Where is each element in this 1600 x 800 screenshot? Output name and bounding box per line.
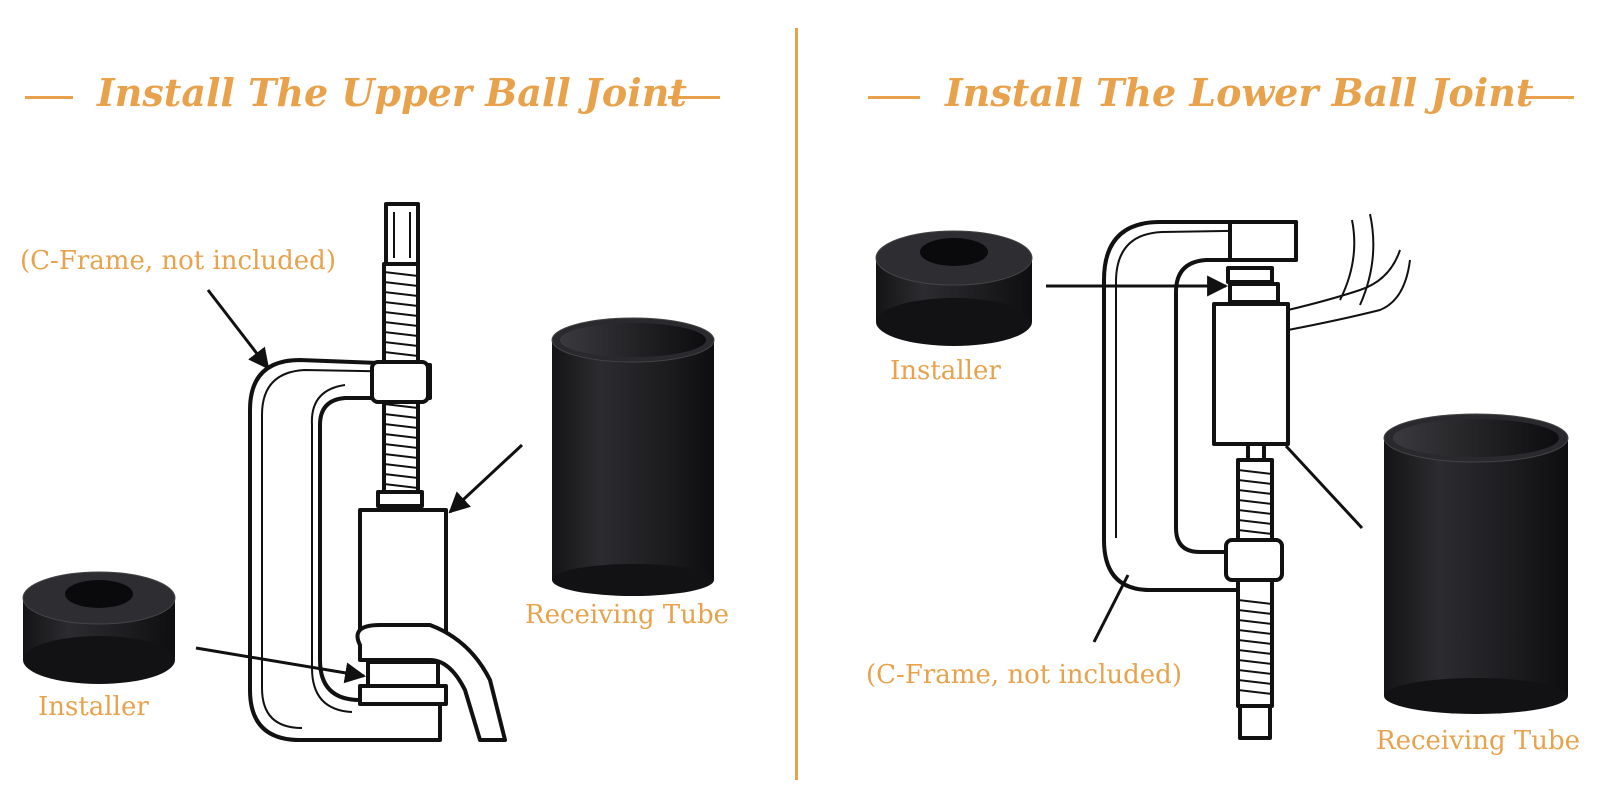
right-cframe-label: (C-Frame, not included) <box>866 660 1182 690</box>
right-cframe-pointer <box>1092 574 1130 643</box>
right-arrows <box>1046 275 1364 643</box>
left-title: Install The Upper Ball Joint <box>97 70 687 115</box>
panel-divider <box>795 28 798 780</box>
left-title-dash-left <box>25 96 73 99</box>
right-installer-label: Installer <box>890 356 1001 386</box>
right-receiving-tube-label: Receiving Tube <box>1376 726 1581 756</box>
right-title-dash-left <box>868 96 920 99</box>
right-cframe-drawing <box>1102 213 1411 740</box>
right-installer-ring <box>875 230 1033 346</box>
left-installer-arrow <box>195 646 367 684</box>
left-installer-label: Installer <box>38 692 149 722</box>
left-cframe-drawing <box>248 202 507 742</box>
right-receiving-pointer <box>1284 444 1364 530</box>
left-arrows <box>195 289 524 684</box>
right-receiving-tube <box>1383 413 1569 714</box>
left-cframe-arrow <box>206 289 270 370</box>
left-installer-ring <box>22 571 176 684</box>
right-title: Install The Lower Ball Joint <box>945 70 1534 115</box>
left-receiving-arrow <box>448 443 524 514</box>
left-title-dash-right <box>668 96 720 99</box>
left-receiving-tube-label: Receiving Tube <box>525 600 730 630</box>
right-title-dash-right <box>1522 96 1574 99</box>
left-receiving-tube <box>551 317 715 596</box>
left-cframe-label: (C-Frame, not included) <box>20 246 336 276</box>
